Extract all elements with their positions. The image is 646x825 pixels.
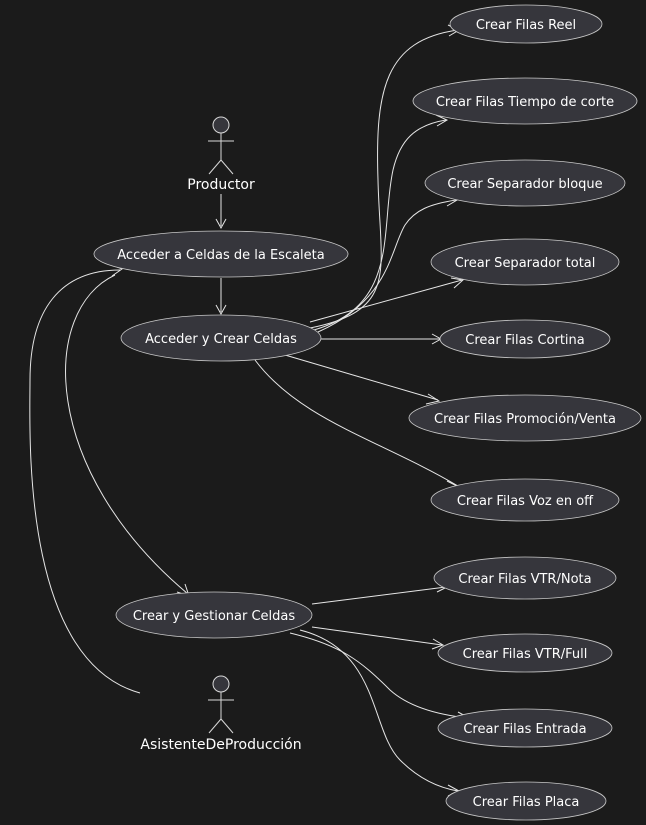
usecase-label: Crear Filas Voz en off [457, 494, 594, 509]
usecase-label: Crear Filas Entrada [463, 722, 586, 737]
actor-asistente-de-produccion[interactable]: AsistenteDeProducción [140, 675, 302, 753]
usecase-label: Crear Filas Promoción/Venta [434, 412, 616, 427]
edge-crear-gestionar-to-vtr-nota [311, 586, 447, 605]
usecase-filas-placa[interactable]: Crear Filas Placa [445, 781, 607, 821]
actor-label: AsistenteDeProducción [140, 737, 301, 753]
arrowhead [450, 277, 465, 289]
usecase-label: Crear Separador bloque [447, 177, 602, 192]
usecase-filas-vtr-nota[interactable]: Crear Filas VTR/Nota [433, 556, 617, 600]
actor-leg-right [220, 159, 234, 175]
usecase-label: Crear Filas Placa [473, 795, 580, 810]
actor-head-icon [212, 116, 230, 134]
usecase-filas-entrada[interactable]: Crear Filas Entrada [437, 708, 613, 748]
usecase-label: Crear Separador total [455, 256, 596, 271]
edge-crear-gestionar-to-filas-placa [299, 629, 459, 792]
arrowhead [215, 218, 227, 230]
actor-leg-left [208, 718, 222, 734]
edge-acceder-crear-to-voz-en-off [254, 359, 459, 487]
edge-crear-gestionar-to-filas-entrada [289, 632, 469, 719]
usecase-acceder-celdas-escaleta[interactable]: Acceder a Celdas de la Escaleta [93, 230, 349, 278]
arrowhead [425, 393, 441, 405]
usecase-label: Crear Filas Tiempo de corte [436, 95, 614, 110]
edge-asistente-to-acceder-celdas [29, 269, 141, 694]
actor-productor[interactable]: Productor [187, 116, 255, 193]
usecase-acceder-crear-celdas[interactable]: Acceder y Crear Celdas [120, 314, 322, 362]
usecase-separador-total[interactable]: Crear Separador total [430, 238, 620, 286]
usecase-label: Crear Filas Reel [476, 18, 576, 33]
edge-acceder-crear-to-tiempo-corte [313, 119, 447, 331]
usecase-label: Crear Filas VTR/Full [463, 647, 588, 662]
edge-acceder-crear-to-filas-reel [309, 29, 459, 329]
usecase-filas-vtr-full[interactable]: Crear Filas VTR/Full [437, 633, 613, 673]
usecase-filas-reel[interactable]: Crear Filas Reel [449, 4, 603, 44]
usecase-label: Crear y Gestionar Celdas [133, 609, 295, 624]
arrowhead [431, 638, 445, 650]
actor-head-icon [212, 675, 230, 693]
usecase-label: Crear Filas VTR/Nota [458, 572, 591, 587]
edge-crear-gestionar-to-vtr-full [311, 626, 443, 646]
edge-acceder-celdas-to-crear-gestionar [65, 274, 189, 595]
usecase-label: Acceder a Celdas de la Escaleta [117, 248, 324, 263]
edges [29, 24, 471, 797]
arrowhead [435, 114, 449, 127]
usecase-filas-cortina[interactable]: Crear Filas Cortina [439, 319, 611, 359]
edge-acceder-crear-to-separador-total [309, 279, 463, 323]
actor-leg-left [208, 159, 222, 175]
usecase-separador-bloque[interactable]: Crear Separador bloque [424, 159, 626, 207]
usecase-label: Crear Filas Cortina [465, 333, 585, 348]
edge-acceder-crear-to-separador-bloque [317, 199, 457, 333]
arrowhead [215, 304, 227, 316]
usecase-label: Acceder y Crear Celdas [145, 332, 297, 347]
actor-label: Productor [187, 177, 255, 193]
usecase-filas-promocion-venta[interactable]: Crear Filas Promoción/Venta [408, 394, 642, 442]
usecase-filas-tiempo-corte[interactable]: Crear Filas Tiempo de corte [412, 77, 638, 125]
usecase-filas-voz-en-off[interactable]: Crear Filas Voz en off [430, 478, 620, 522]
edge-acceder-crear-to-promocion-venta [284, 354, 439, 401]
usecase-crear-gestionar-celdas[interactable]: Crear y Gestionar Celdas [115, 591, 313, 639]
actor-leg-right [220, 718, 234, 734]
